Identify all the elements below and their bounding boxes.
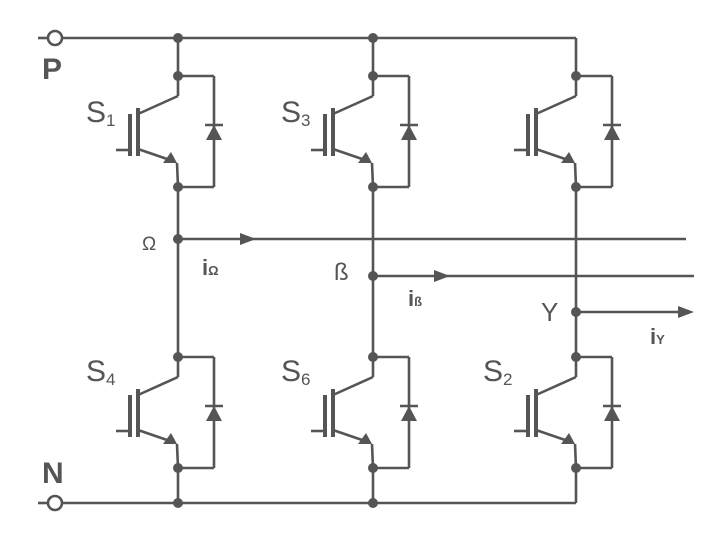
igbt-s2 — [512, 350, 623, 475]
switch-label-s2: S2 — [483, 355, 512, 389]
current-arrow-omega — [240, 233, 256, 245]
switch-label-s3: S3 — [281, 96, 310, 130]
switch-label-s6: S6 — [281, 355, 310, 389]
igbt-s4 — [114, 350, 225, 475]
igbt-s1 — [114, 69, 225, 194]
igbt-s5 — [512, 69, 623, 194]
switch-label-s1: S1 — [86, 96, 115, 130]
igbt-s6 — [309, 350, 420, 475]
junction-dot — [173, 498, 183, 508]
negative-terminal-label: N — [42, 457, 64, 490]
igbt-s3 — [309, 69, 420, 194]
positive-terminal — [46, 29, 64, 47]
node-label-y: Y — [541, 297, 558, 327]
current-label-beta: iß — [408, 286, 422, 311]
junction-dots — [173, 33, 581, 508]
junction-dot — [368, 33, 378, 43]
current-arrow-y — [678, 306, 694, 318]
positive-terminal-label: P — [42, 53, 62, 86]
current-label-omega: iΩ — [202, 255, 219, 280]
junction-dot — [571, 307, 581, 317]
node-label-beta: ß — [334, 259, 349, 286]
junction-dot — [368, 498, 378, 508]
current-label-y: iY — [650, 324, 665, 349]
node-label-omega: Ω — [142, 234, 156, 255]
switch-label-s4: S4 — [86, 355, 115, 389]
junction-dot — [368, 271, 378, 281]
junction-dot — [173, 234, 183, 244]
junction-dot — [173, 33, 183, 43]
current-arrow-beta — [434, 270, 450, 282]
negative-terminal — [46, 494, 64, 512]
